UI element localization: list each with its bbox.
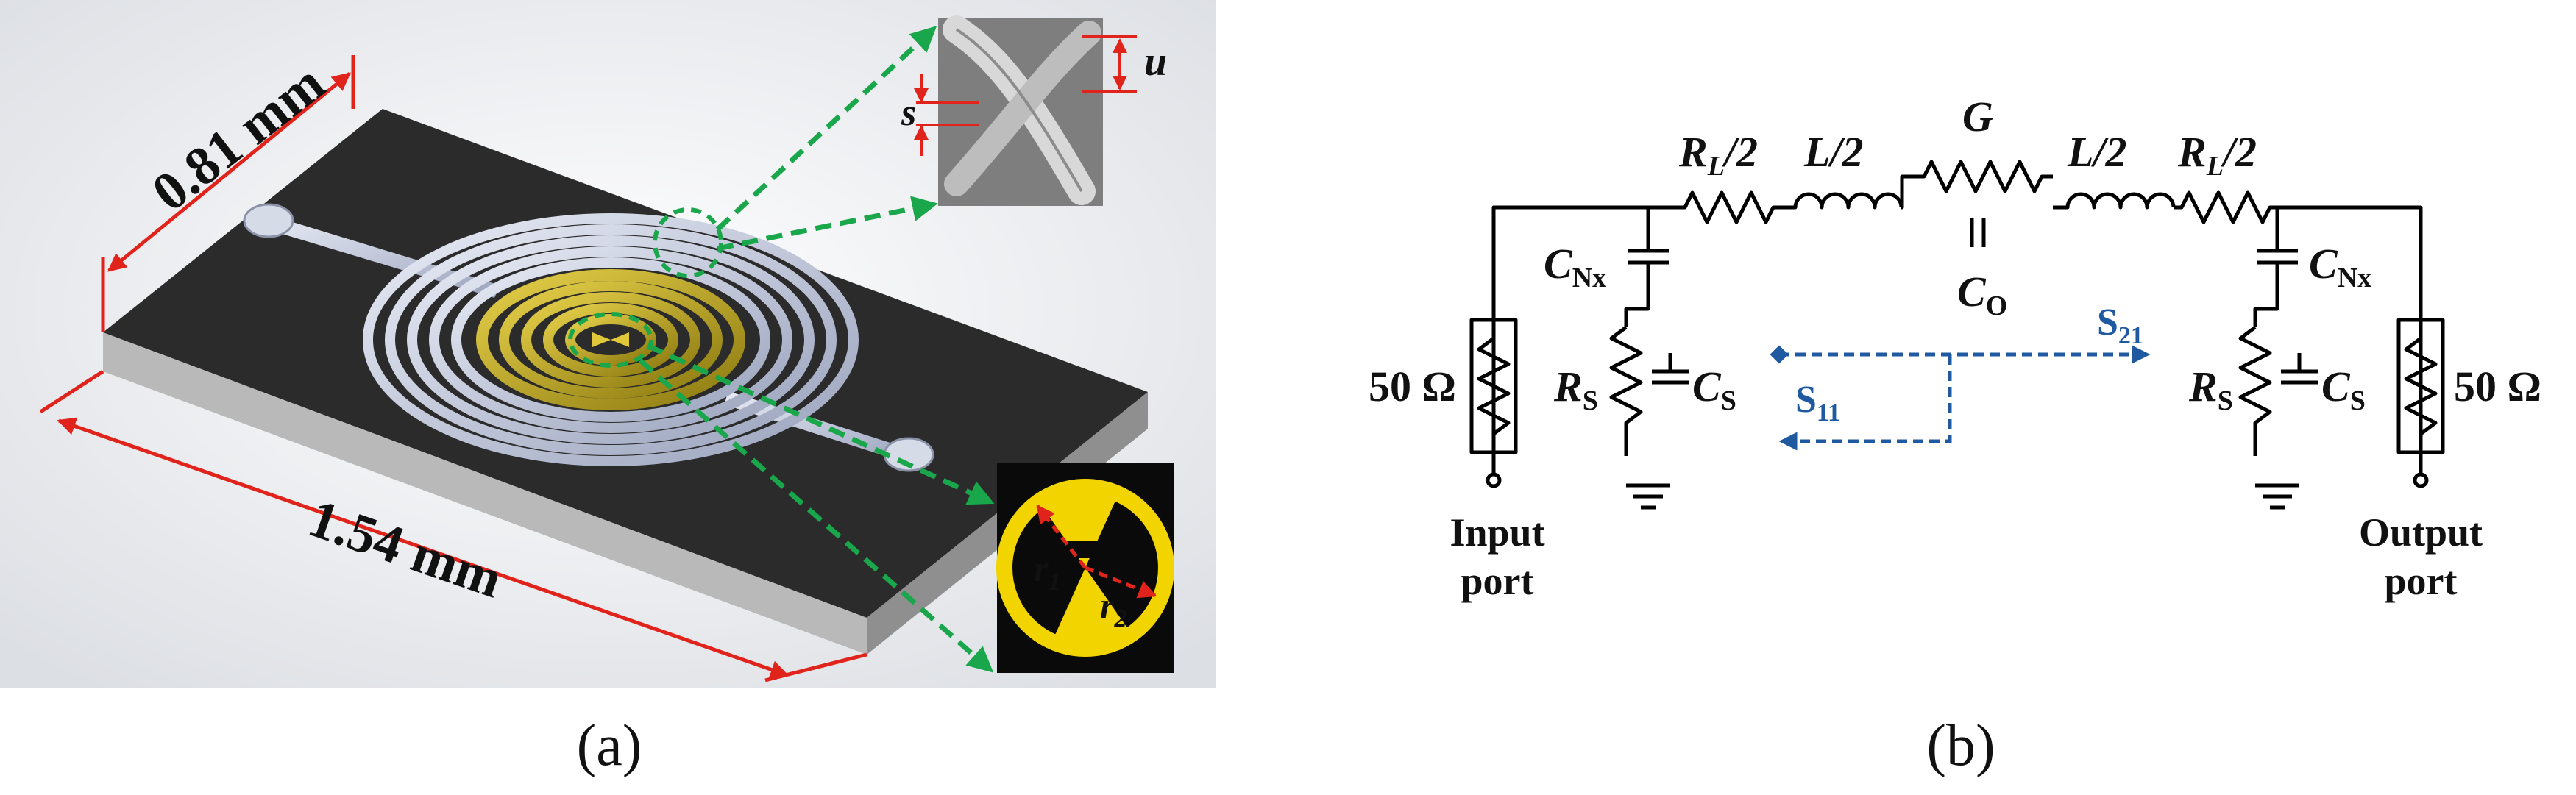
circuit-labels: RL/2 L/2 G CO L/2 RL/2 CNx CNx RS CS RS … (1369, 93, 2541, 603)
label-rl-right: RL/2 (2177, 128, 2257, 182)
parallel-wires-left (1900, 174, 1917, 210)
label-50ohm-left: 50 Ω (1369, 363, 1456, 410)
right-rc-wires (2253, 263, 2279, 327)
label-rs-left: RS (1553, 363, 1598, 416)
caption-a: (a) (577, 713, 642, 778)
center-label-r1: r1 (1034, 548, 1060, 596)
label-input-line1: Input (1450, 510, 1544, 555)
label-output-line1: Output (2359, 510, 2483, 555)
label-output-line2: port (2385, 559, 2458, 603)
s11-arrow (1778, 354, 1952, 451)
label-cs-left: CS (1692, 363, 1736, 416)
label-input-line2: port (1461, 559, 1534, 603)
resistor-rs-left (1609, 326, 1643, 456)
sem-label-s: s (901, 92, 916, 134)
resistor-50-right (2404, 337, 2438, 435)
gold-bowtie-center (592, 332, 629, 347)
label-50ohm-right: 50 Ω (2454, 363, 2541, 410)
resistor-rl-right (2174, 190, 2277, 224)
dimension-lines (39, 55, 867, 682)
resistor-g (1917, 160, 2053, 193)
label-rl-left: RL/2 (1678, 128, 1758, 182)
panel-b-circuit-schematic (1469, 160, 2445, 510)
resistor-rs-right (2238, 326, 2272, 456)
s-parameter-arrows (1770, 345, 2151, 451)
gold-inner-coil (476, 269, 745, 410)
resistor-50-left (1477, 337, 1511, 435)
label-g: G (1962, 93, 1993, 140)
center-label-r2: r2 (1100, 585, 1126, 632)
callout-lines (638, 26, 995, 673)
inductor-l-left (1781, 192, 1903, 210)
sem-inset (938, 15, 1103, 206)
input-port-terminal (1486, 472, 1502, 488)
label-s11: S11 (1795, 379, 1840, 427)
label-cs-right: CS (2321, 363, 2366, 416)
caption-b: (b) (1926, 713, 1995, 778)
sem-label-u: u (1144, 39, 1167, 85)
sem-dimension-marks (914, 35, 1137, 156)
label-rs-right: RS (2188, 363, 2233, 416)
left-rc-wires (1624, 263, 1650, 327)
center-inset (996, 463, 1174, 673)
resistor-rl-left (1678, 190, 1781, 224)
left-pad (243, 203, 294, 238)
inductor-l-right (2053, 192, 2176, 210)
label-cnx-right: CNx (2309, 240, 2371, 293)
label-l-left: L/2 (1803, 128, 1864, 176)
label-l-right: L/2 (2067, 128, 2127, 176)
label-co: CO (1957, 268, 2007, 321)
center-callout-ellipse (568, 312, 653, 368)
label-cnx-left: CNx (1544, 240, 1606, 293)
label-s21: S21 (2097, 302, 2143, 349)
crossover-callout-circle (653, 207, 723, 278)
output-port-terminal (2413, 472, 2429, 488)
panel-a-device-illustration: s u r1 r2 0.81 mm 1.54 mm (0, 0, 1216, 688)
